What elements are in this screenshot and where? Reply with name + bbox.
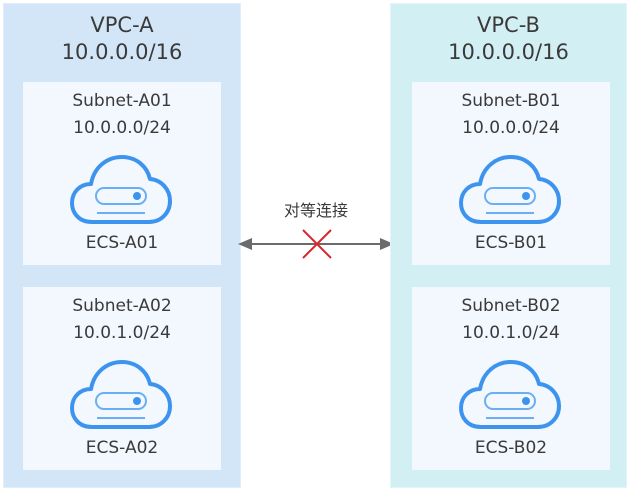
vpc-a-container: VPC-A 10.0.0.0/16 Subnet-A01 10.0.0.0/24…	[3, 3, 241, 488]
subnet-name: Subnet-A02	[72, 296, 172, 316]
subnet-name: Subnet-A01	[72, 91, 172, 111]
cloud-server-icon	[70, 155, 172, 224]
vpc-cidr: 10.0.0.0/16	[448, 40, 569, 64]
subnet-b02: Subnet-B02 10.0.1.0/24 ECS-B02	[412, 287, 610, 470]
subnet-cidr: 10.0.0.0/24	[462, 118, 560, 138]
subnet-name: Subnet-B02	[461, 296, 561, 316]
subnet-a01: Subnet-A01 10.0.0.0/24 ECS-A01	[23, 82, 221, 265]
cloud-server-icon	[459, 360, 561, 429]
subnet-cidr: 10.0.1.0/24	[73, 323, 171, 343]
peering-connection: 对等连接	[236, 196, 396, 266]
ecs-label: ECS-A02	[85, 438, 159, 458]
subnet-cidr: 10.0.0.0/24	[73, 118, 171, 138]
ecs-label: ECS-A01	[85, 233, 159, 253]
vpc-name: VPC-A	[90, 13, 154, 37]
vpc-b-container: VPC-B 10.0.0.0/16 Subnet-B01 10.0.0.0/24…	[390, 3, 627, 488]
blocked-cross-icon	[302, 229, 332, 259]
subnet-name: Subnet-B01	[461, 91, 561, 111]
peering-label: 对等连接	[283, 201, 348, 220]
subnet-b01: Subnet-B01 10.0.0.0/24 ECS-B01	[412, 82, 610, 265]
cloud-server-icon	[70, 360, 172, 429]
ecs-label: ECS-B02	[474, 438, 548, 458]
subnet-a02: Subnet-A02 10.0.1.0/24 ECS-A02	[23, 287, 221, 470]
arrow-right-icon	[380, 238, 394, 250]
ecs-label: ECS-B01	[474, 233, 548, 253]
cloud-server-icon	[459, 155, 561, 224]
vpc-cidr: 10.0.0.0/16	[61, 40, 183, 64]
arrow-left-icon	[238, 238, 252, 250]
subnet-cidr: 10.0.1.0/24	[462, 323, 560, 343]
vpc-name: VPC-B	[477, 13, 540, 37]
peering-link	[238, 229, 394, 259]
